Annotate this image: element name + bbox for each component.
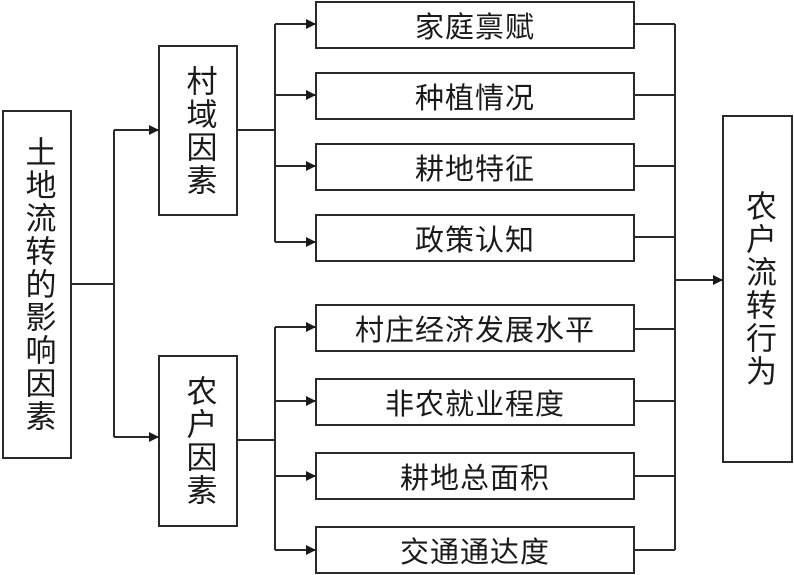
- factor-label: 政策认知: [414, 223, 535, 257]
- outcome-label: 农户流转行为: [740, 190, 776, 388]
- factor-label: 种植情况: [414, 81, 535, 115]
- factor-label: 交通通达度: [399, 535, 550, 569]
- factor-box: 村庄经济发展水平: [315, 304, 635, 352]
- group-label: 农户因素: [180, 375, 217, 507]
- root-box: 土地流转的影响因素: [2, 110, 72, 459]
- group-label: 村域因素: [180, 64, 217, 197]
- group-box-household: 农户因素: [158, 355, 238, 527]
- factor-box: 耕地特征: [315, 143, 635, 191]
- group-box-village: 村域因素: [158, 45, 238, 216]
- factor-label: 耕地总面积: [399, 461, 550, 495]
- factor-label: 非农就业程度: [384, 387, 565, 421]
- factor-box: 耕地总面积: [315, 452, 635, 500]
- factor-box: 交通通达度: [315, 526, 635, 574]
- factor-box: 家庭禀赋: [315, 1, 635, 49]
- outcome-box: 农户流转行为: [722, 115, 793, 463]
- factor-box: 非农就业程度: [315, 378, 635, 426]
- factor-label: 村庄经济发展水平: [354, 313, 595, 347]
- factor-box: 种植情况: [315, 72, 635, 120]
- root-label: 土地流转的影响因素: [19, 136, 56, 433]
- factor-box: 政策认知: [315, 214, 635, 262]
- factor-label: 耕地特征: [414, 152, 535, 186]
- factor-label: 家庭禀赋: [414, 10, 535, 44]
